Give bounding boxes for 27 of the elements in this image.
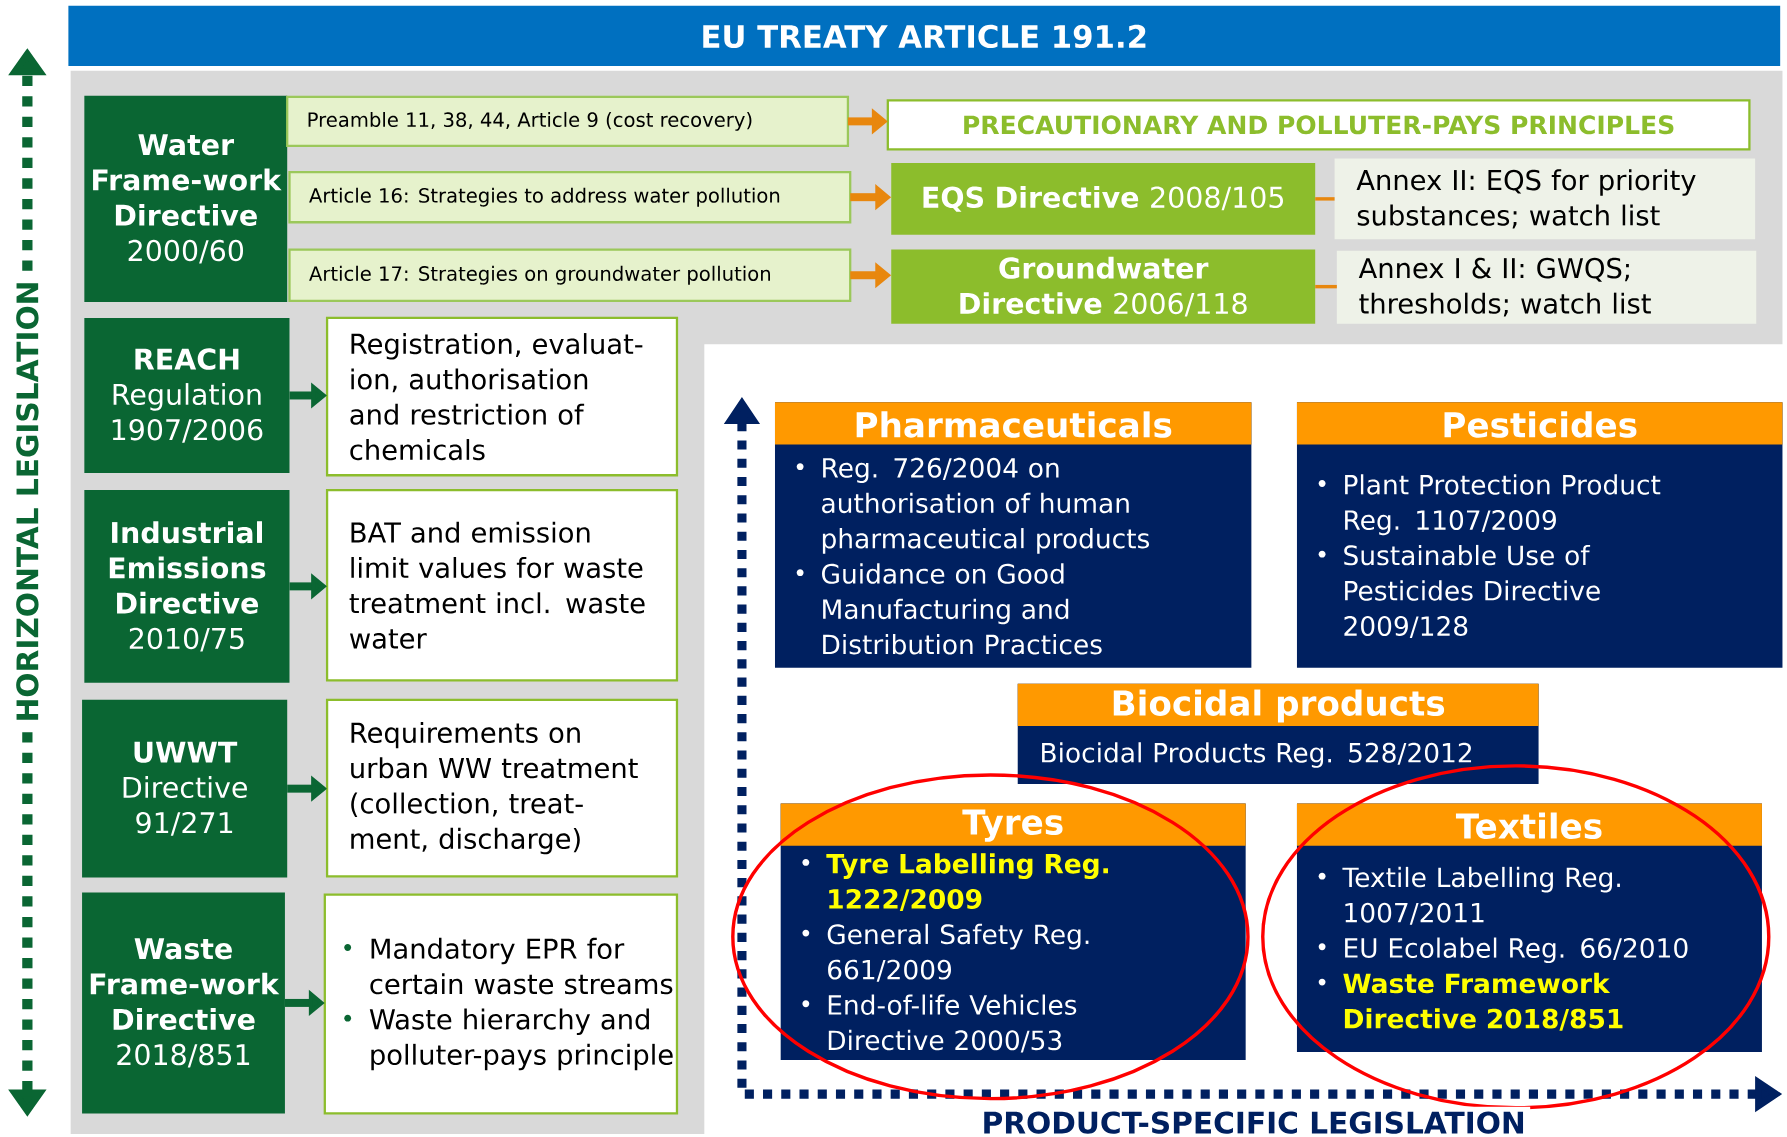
article-box: Article 17: Strategies on groundwater pollution — [288, 248, 852, 302]
principle-box: PRECAUTIONARY AND POLLUTER-PAYS PRINCIPLES — [886, 98, 1751, 151]
legislation-box: UWWT Directive 91/271 — [82, 699, 288, 878]
description-box: BAT and emission limit values for waste treatment incl. waste water — [325, 488, 679, 682]
category-panel: Tyres Tyre Labelling Reg. 1222/2009 General Safety Reg. 661/2009 End-of-life Vehicles Directive 2000/53 — [780, 803, 1246, 1060]
connector-line — [1315, 197, 1335, 201]
axis-label: PRODUCT-SPECIFIC LEGISLATION — [976, 1106, 1531, 1137]
legislation-box: Waste Frame-work Directive 2018/851 — [82, 892, 285, 1114]
description-box: Registration, evaluat-ion, authorisation and restriction of chemicals — [325, 316, 679, 477]
annex-box: Annex II: EQS for priority substances; watch list — [1334, 158, 1756, 240]
title-banner: EU TREATY ARTICLE 191.2 — [68, 5, 1781, 66]
directive-box: EQS Directive 2008/105 — [891, 162, 1316, 235]
category-panel: Pharmaceuticals Reg. 726/2004 on authorisation of human pharmaceutical products Guidance on Good Manufacturing and Distribution Practices — [775, 402, 1252, 668]
directive-box: Groundwater Directive 2006/118 — [891, 249, 1316, 324]
legislation-box: Water Frame-work Directive 2000/60 — [84, 95, 288, 302]
legislation-box: Industrial Emissions Directive 2010/75 — [84, 489, 290, 683]
connector-line — [1315, 284, 1337, 289]
annex-box: Annex I & II: GWQS; thresholds; watch list — [1336, 250, 1757, 324]
axis-label: HORIZONTAL LEGISLATION — [11, 275, 44, 727]
description-box: Requirements on urban WW treatment (collection, treat-ment, discharge) — [325, 698, 679, 878]
article-box: Article 16: Strategies to address water pollution — [288, 170, 852, 224]
article-box: Preamble 11, 38, 44, Article 9 (cost recovery) — [286, 95, 850, 147]
bullet-list-box: Mandatory EPR for certain waste streams Waste hierarchy and polluter-pays principle — [323, 893, 679, 1115]
category-panel: Biocidal products Biocidal Products Reg. 528/2012 — [1017, 683, 1539, 784]
category-panel: Pesticides Plant Protection Product Reg. 1107/2009 Sustainable Use of Pesticides Directive 2009/128 — [1296, 402, 1783, 668]
category-panel: Textiles Textile Labelling Reg. 1007/2011 EU Ecolabel Reg. 66/2010 Waste Framework Directive 2018/851 — [1296, 803, 1762, 1052]
legislation-box: REACH Regulation 1907/2006 — [84, 317, 290, 473]
